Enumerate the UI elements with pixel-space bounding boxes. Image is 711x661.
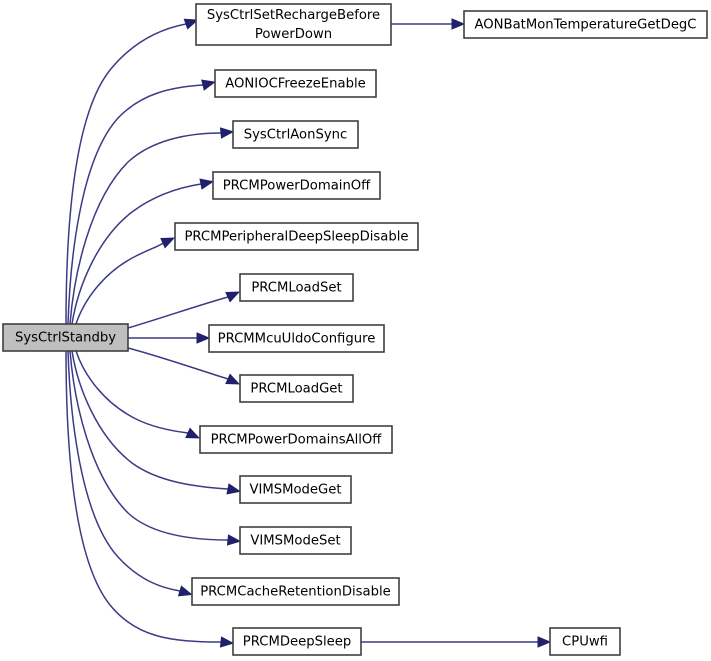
edge-line [65, 23, 187, 325]
edge-arrowhead [199, 178, 215, 190]
node-box[interactable] [199, 425, 393, 454]
call-edge [69, 127, 235, 325]
node-box[interactable] [239, 526, 352, 555]
call-edge [65, 18, 199, 325]
node-box[interactable] [239, 475, 352, 504]
node-label: SysCtrlAonSync [244, 128, 348, 143]
edge-line [67, 84, 204, 325]
call-edge [75, 350, 201, 439]
node-label: AONIOCFreezeEnable [225, 77, 365, 92]
graph-node-aonbatmontemperaturegetdegc[interactable]: AONBatMonTemperatureGetDegC [463, 10, 708, 39]
edge-line [67, 350, 181, 592]
node-box[interactable] [208, 324, 385, 353]
node-box[interactable] [195, 3, 392, 46]
graph-node-vimsmodeget[interactable]: VIMSModeGet [239, 475, 352, 504]
edge-arrowhead [196, 332, 211, 344]
call-edge [391, 18, 466, 30]
node-box[interactable] [191, 577, 400, 606]
graph-node-syscrtlstandby[interactable]: SysCtrlStandby [2, 323, 129, 352]
node-label: PRCMLoadGet [250, 382, 342, 397]
node-label: PowerDown [255, 27, 332, 42]
edge-arrowhead [183, 18, 199, 30]
node-box[interactable] [239, 374, 354, 403]
edge-arrowhead [185, 427, 201, 439]
node-label: AONBatMonTemperatureGetDegC [474, 18, 696, 33]
edge-arrowhead [177, 585, 193, 597]
graph-node-prcmpowerdomainoff[interactable]: PRCMPowerDomainOff [212, 171, 381, 200]
edge-arrowhead [451, 18, 466, 30]
edge-layer [65, 18, 552, 648]
call-edge [71, 350, 242, 495]
call-edge [75, 237, 176, 325]
edge-arrowhead [201, 79, 216, 91]
call-edge [71, 178, 215, 325]
node-label: PRCMDeepSleep [243, 635, 351, 650]
node-label: PRCMMcuUldoConfigure [218, 332, 376, 347]
edge-arrowhead [226, 534, 242, 546]
edge-line [75, 350, 189, 434]
node-label: PRCMPowerDomainOff [223, 179, 371, 194]
graph-node-prcmperipheraldeepsleepdisable[interactable]: PRCMPeripheralDeepSleepDisable [174, 222, 419, 251]
edge-line [71, 350, 229, 490]
edge-line [75, 242, 164, 325]
edge-line [71, 183, 202, 325]
edge-line [69, 350, 229, 541]
node-label: PRCMPeripheralDeepSleepDisable [184, 230, 408, 245]
node-label: CPUwfi [562, 635, 608, 650]
graph-node-sysctrlaonsync[interactable]: SysCtrlAonSync [232, 120, 359, 149]
graph-node-prcmpowerdomainsalloff[interactable]: PRCMPowerDomainsAllOff [199, 425, 393, 454]
node-label: VIMSModeSet [250, 534, 340, 549]
graph-node-cpuwfi[interactable]: CPUwfi [549, 627, 621, 656]
graph-node-aoniocfreezeenable[interactable]: AONIOCFreezeEnable [214, 69, 377, 98]
call-edge [127, 291, 241, 329]
edge-arrowhead [537, 636, 552, 648]
node-label: VIMSModeGet [249, 483, 341, 498]
call-edge [67, 350, 193, 597]
call-edge [127, 347, 241, 385]
node-label: PRCMPowerDomainsAllOff [211, 433, 383, 448]
graph-node-prcmcacheretentiondisable[interactable]: PRCMCacheRetentionDisable [191, 577, 400, 606]
graph-node-prcmdeepsleep[interactable]: PRCMDeepSleep [232, 627, 362, 656]
call-edge [128, 332, 211, 344]
node-label: PRCMCacheRetentionDisable [200, 585, 391, 600]
edge-arrowhead [225, 291, 241, 303]
edge-arrowhead [225, 373, 241, 385]
node-label: PRCMLoadSet [251, 281, 341, 296]
node-box[interactable] [232, 627, 362, 656]
node-label: SysCtrlStandby [15, 331, 116, 346]
graph-node-prcmmcuuldoconfigure[interactable]: PRCMMcuUldoConfigure [208, 324, 385, 353]
node-box[interactable] [174, 222, 419, 251]
call-edge [67, 79, 216, 325]
edge-arrowhead [160, 237, 176, 249]
node-box[interactable] [212, 171, 381, 200]
call-edge [65, 350, 235, 648]
node-box[interactable] [239, 273, 354, 302]
node-label: SysCtrlSetRechargeBefore [207, 8, 380, 23]
graph-node-vimsmodeset[interactable]: VIMSModeSet [239, 526, 352, 555]
node-layer: SysCtrlStandby SysCtrlSetRechargeBeforePo… [2, 3, 708, 656]
edge-line [69, 132, 222, 325]
edge-arrowhead [226, 483, 242, 495]
edge-arrowhead [219, 127, 235, 139]
node-box[interactable] [214, 69, 377, 98]
graph-node-prcmloadset[interactable]: PRCMLoadSet [239, 273, 354, 302]
node-box[interactable] [2, 323, 129, 352]
edge-line [127, 296, 229, 329]
node-box[interactable] [549, 627, 621, 656]
graph-node-prcmloadget[interactable]: PRCMLoadGet [239, 374, 354, 403]
edge-line [65, 350, 222, 643]
node-box[interactable] [463, 10, 708, 39]
call-edge [361, 636, 552, 648]
edge-line [127, 347, 229, 380]
node-box[interactable] [232, 120, 359, 149]
call-edge [69, 350, 242, 546]
edge-arrowhead [219, 636, 235, 648]
